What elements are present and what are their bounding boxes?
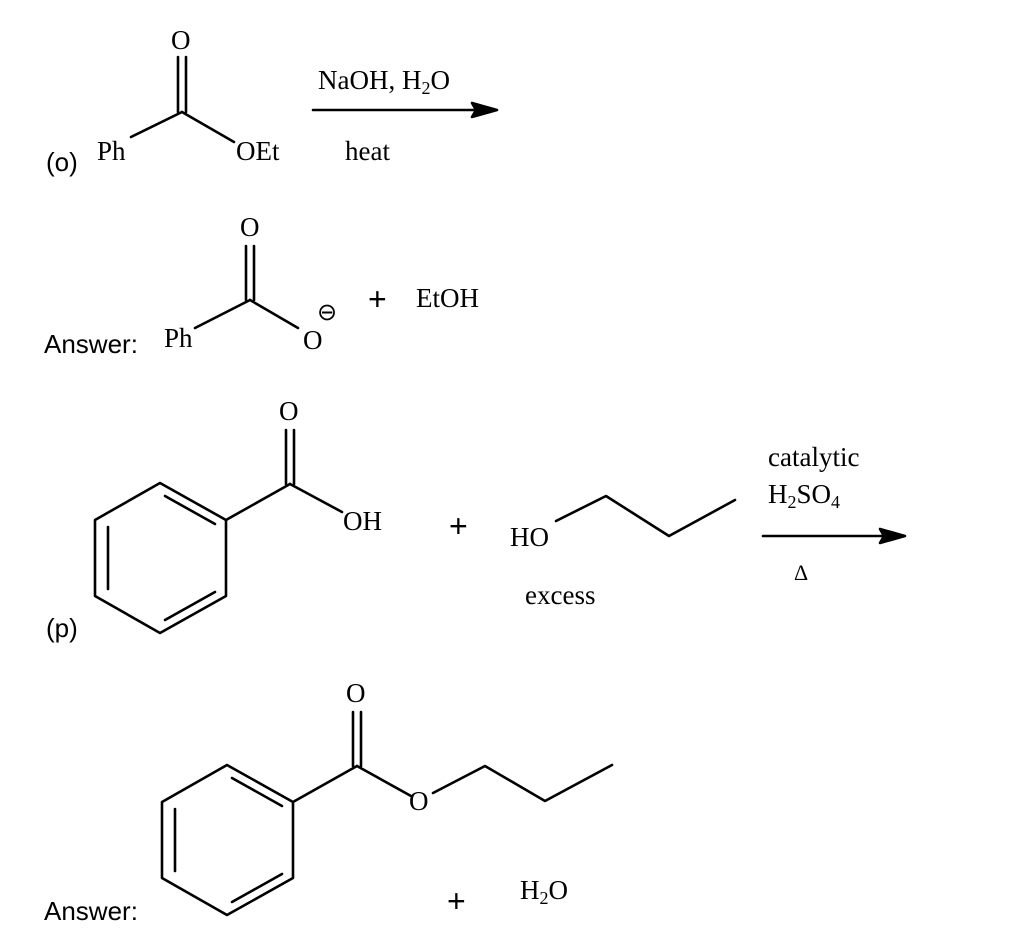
carbonyl-oxygen-label: O <box>346 678 366 708</box>
phenyl-label: Ph <box>164 323 193 353</box>
alcohol-hydroxyl-label: HO <box>510 522 549 552</box>
sulfuric-acid-label: H2SO4 <box>768 479 841 512</box>
plus-sign: + <box>368 281 387 317</box>
excess-note: excess <box>525 580 596 610</box>
water-label: H2O <box>520 875 568 908</box>
benzoic-acid-bonds <box>93 428 344 635</box>
reagents-naoh-water: NaOH, H2O <box>318 65 450 98</box>
phenyl-label: Ph <box>97 136 126 166</box>
plus-sign: + <box>447 883 466 919</box>
plus-sign: + <box>449 508 468 544</box>
delta-heat-icon: Δ <box>794 560 809 585</box>
reaction-arrow-p <box>761 527 907 545</box>
carbonyl-oxygen-label: O <box>171 25 191 55</box>
ethoxy-label: OEt <box>236 136 280 166</box>
carbonyl-oxygen-label: O <box>240 212 260 242</box>
ethyl-benzoate-bonds <box>129 55 236 144</box>
negative-charge-icon: ⊖ <box>317 299 338 326</box>
propanol-bonds <box>554 494 737 538</box>
ester-oxygen-label: O <box>409 786 429 816</box>
answer-p-label: Answer: <box>44 896 138 926</box>
condition-heat: heat <box>345 136 390 166</box>
carbonyl-oxygen-label: O <box>279 396 299 426</box>
carboxylate-oxygen-label: O <box>303 325 323 355</box>
propyl-benzoate-bonds <box>160 710 614 917</box>
benzoate-bonds <box>193 244 300 330</box>
catalyst-label: catalytic <box>768 442 860 472</box>
reaction-arrow-o <box>311 101 499 119</box>
answer-o-label: Answer: <box>44 329 138 359</box>
hydroxyl-label: OH <box>343 506 382 536</box>
problem-o-label: (o) <box>46 147 78 177</box>
problem-p-label: (p) <box>46 613 78 643</box>
ethanol-label: EtOH <box>416 283 479 313</box>
